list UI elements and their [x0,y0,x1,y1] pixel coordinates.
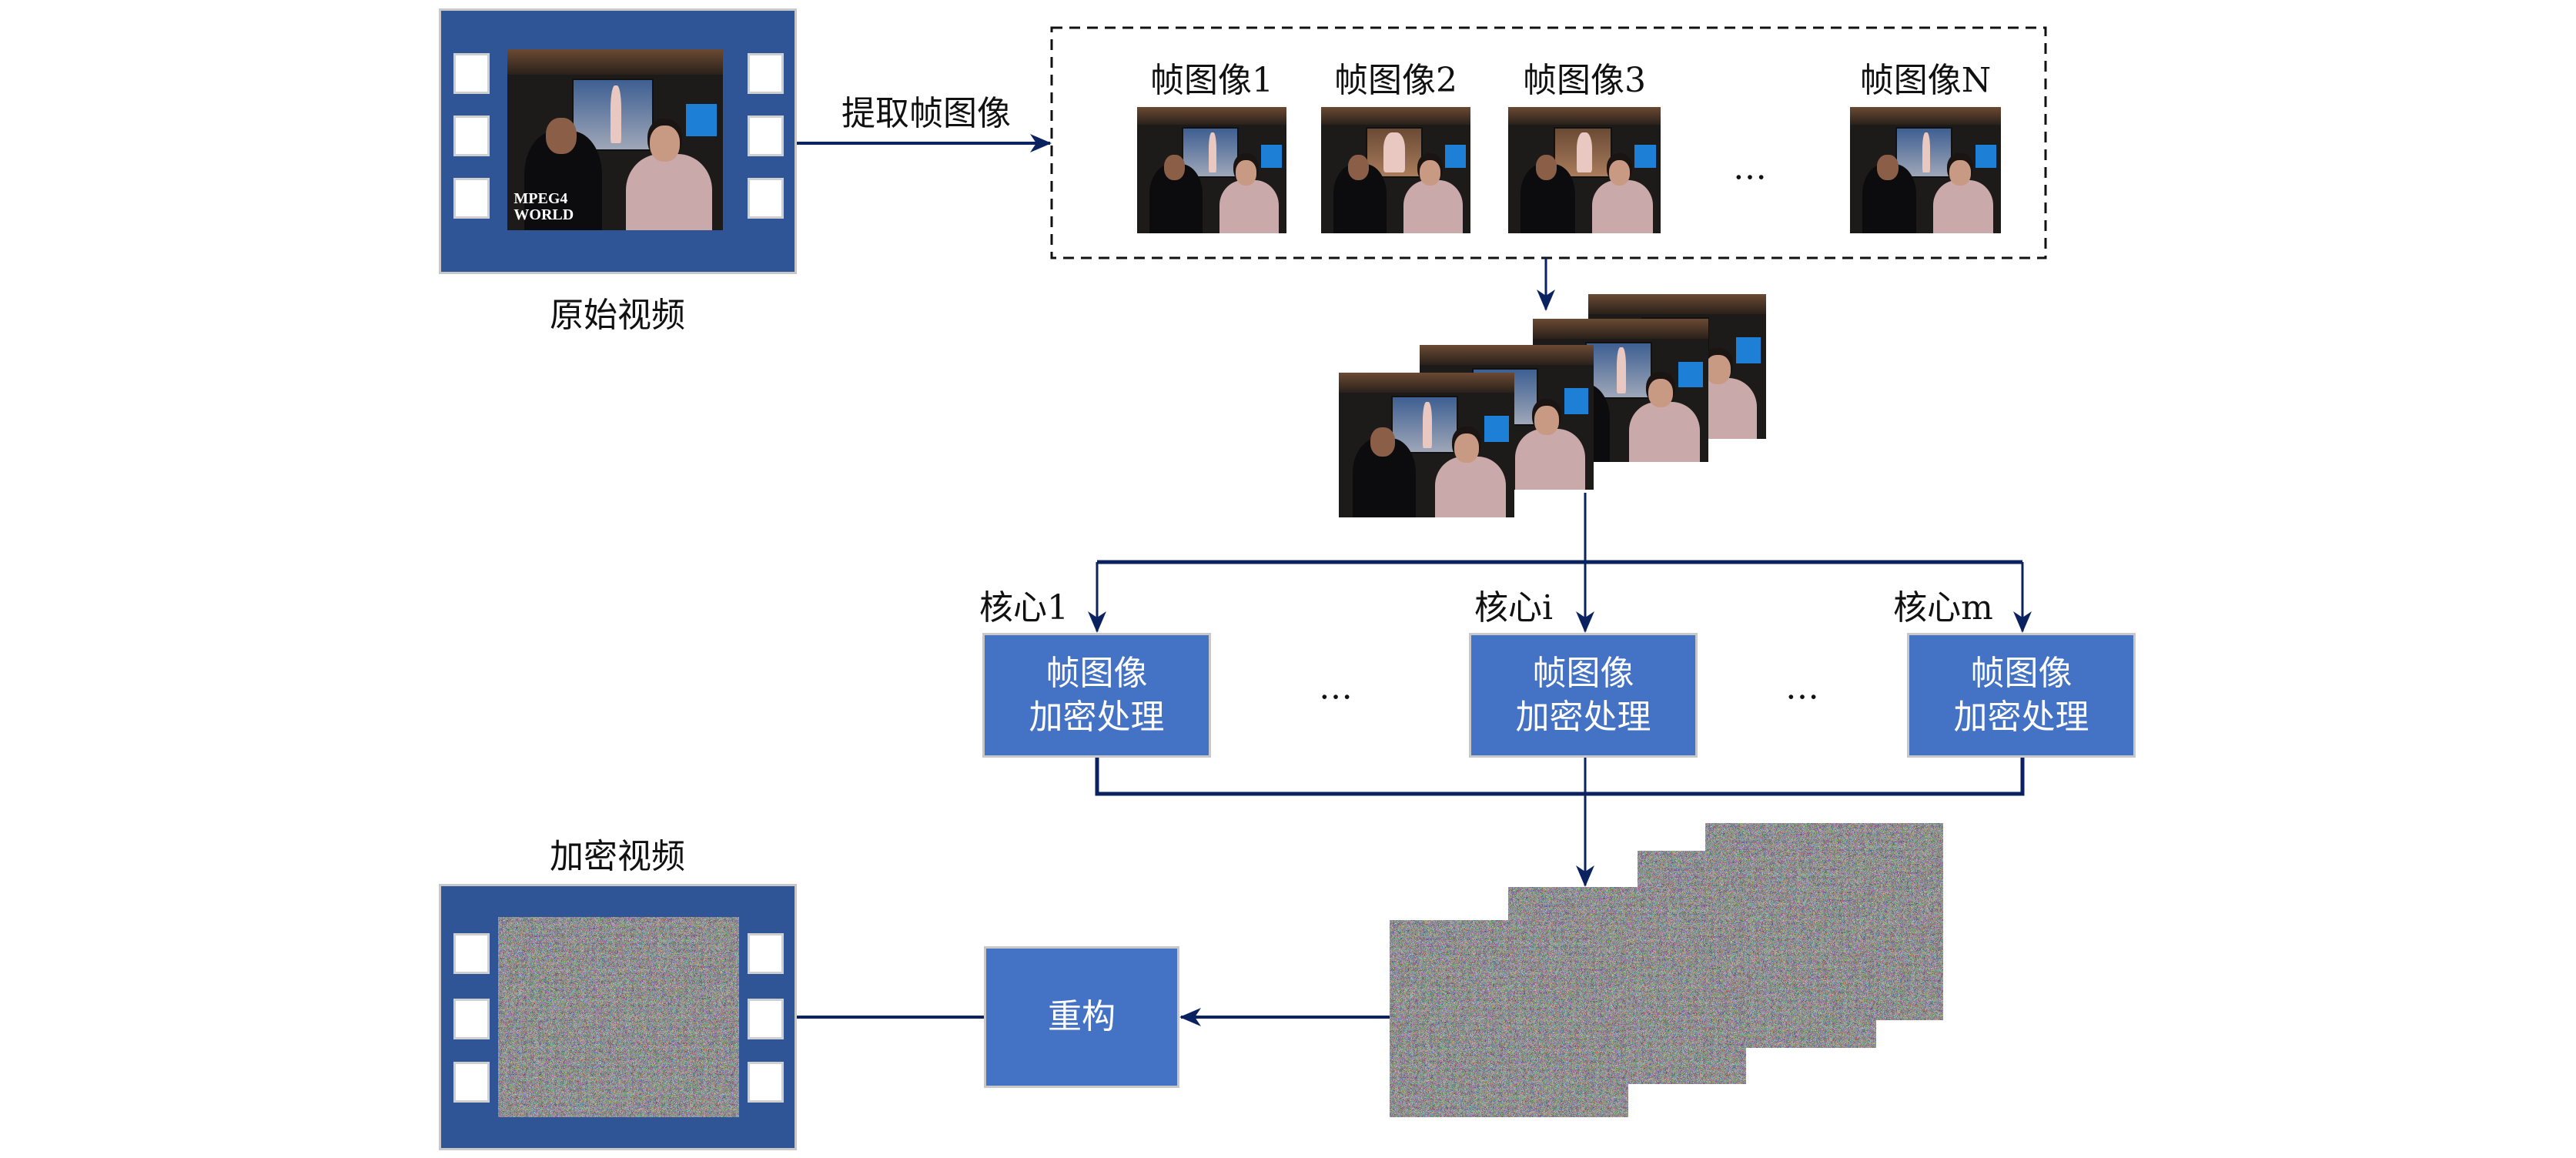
watermark: MPEG4 [514,189,568,207]
cores-ellipsis: … [1319,668,1353,708]
box-text: 加密处理 [1029,698,1165,737]
frame-image-n [1850,107,2001,233]
sprocket-hole [453,1062,490,1103]
box-text: 重构 [1048,997,1116,1037]
box-text: 帧图像 [1970,653,2073,693]
encrypted-video-label: 加密视频 [550,837,685,876]
encrypted-video-frame [498,917,739,1117]
frame-label-3: 帧图像3 [1523,61,1646,100]
box-text: 帧图像 [1532,653,1634,693]
sprocket-hole [748,1062,784,1103]
core-m-encrypt-box: 帧图像加密处理 [1907,633,2136,758]
frame-image-2 [1321,107,1470,233]
sprocket-hole [748,933,784,974]
frame-label-2: 帧图像2 [1334,61,1457,100]
cores-ellipsis: … [1785,668,1819,708]
box-text: 加密处理 [1515,698,1651,737]
frame-label-1: 帧图像1 [1150,61,1273,100]
core-label-i: 核心i [1474,588,1554,628]
frames-ellipsis: … [1733,148,1767,188]
stacked-frame [1339,373,1514,517]
original-video-label: 原始视频 [550,296,685,335]
core-1-encrypt-box: 帧图像加密处理 [982,633,1211,758]
core-label-m: 核心m [1893,588,1993,628]
frame-label-n: 帧图像N [1859,61,1992,100]
core-i-encrypt-box: 帧图像加密处理 [1469,633,1698,758]
sprocket-hole [453,53,490,94]
frame-image-3 [1508,107,1661,233]
sprocket-hole [748,53,784,94]
encrypted-frame [1390,920,1628,1117]
encrypted-video-film [439,884,797,1150]
reconstruct-box: 重构 [984,946,1179,1088]
sprocket-hole [748,178,784,219]
core-label-1: 核心1 [979,588,1069,628]
box-text: 加密处理 [1953,698,2089,737]
frame-image-1 [1137,107,1286,233]
frames-dashed-box [1050,26,2047,259]
extract-label: 提取帧图像 [841,94,1011,133]
sprocket-hole [748,115,784,156]
watermark: WORLD [514,206,574,223]
sprocket-hole [453,933,490,974]
merge-bar [1095,758,2025,796]
sprocket-hole [453,999,490,1039]
sprocket-hole [748,999,784,1039]
box-text: 帧图像 [1045,653,1148,693]
sprocket-hole [453,178,490,219]
sprocket-hole [453,115,490,156]
